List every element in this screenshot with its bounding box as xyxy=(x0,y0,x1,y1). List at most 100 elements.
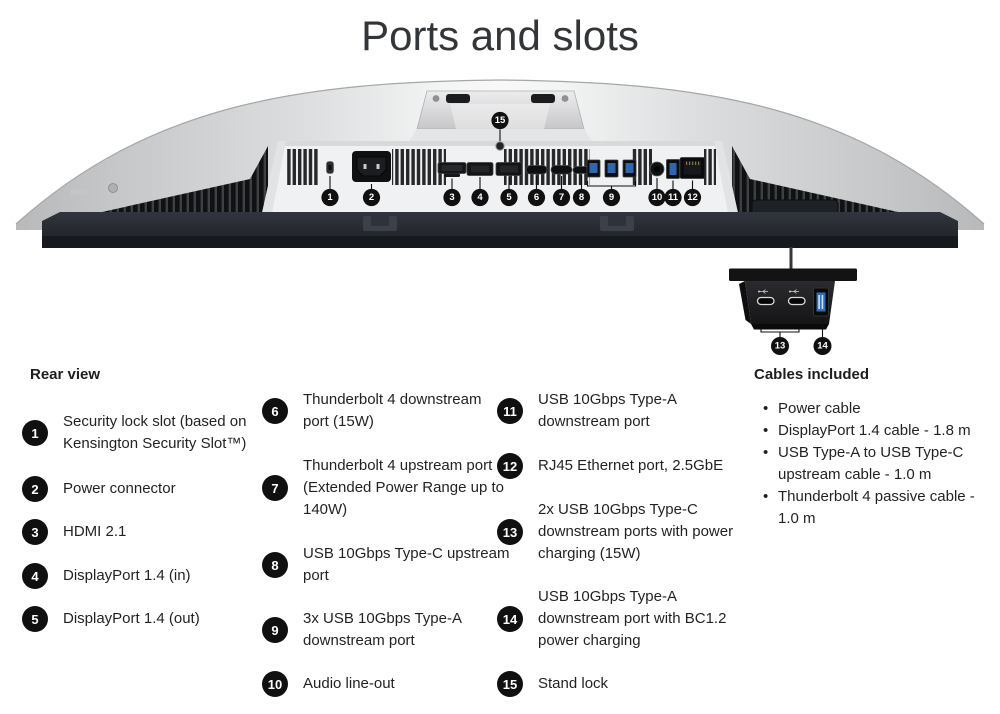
legend-item-9: 9 3x USB 10Gbps Type-A downstream port xyxy=(262,608,462,652)
legend-label-12: RJ45 Ethernet port, 2.5GbE xyxy=(538,457,724,474)
legend-label-15: Stand lock xyxy=(538,675,609,692)
svg-text:6: 6 xyxy=(534,192,539,203)
legend-label-2: Power connector xyxy=(63,480,176,497)
security-lock-slot xyxy=(326,161,334,174)
legend-item-15: 15 Stand lock xyxy=(497,671,608,697)
legend-badge-9: 9 xyxy=(262,617,288,643)
svg-text:3: 3 xyxy=(449,192,454,203)
legend-item-11: 11 USB 10Gbps Type-A downstream port xyxy=(497,389,677,433)
callout-3: 3 xyxy=(443,188,461,207)
svg-text:15: 15 xyxy=(495,115,506,126)
legend-item-1: 1 Security lock slot (based on Kensington… xyxy=(22,411,246,455)
callout-14: 14 xyxy=(813,337,832,355)
svg-text:7: 7 xyxy=(559,192,564,203)
legend-item-10: 10 Audio line-out xyxy=(262,671,395,697)
legend-badge-4: 4 xyxy=(22,563,48,589)
usb-a-ports-group xyxy=(586,159,637,178)
callout-8: 8 xyxy=(572,188,591,207)
stand-lock-hole xyxy=(495,141,505,151)
cable-item: Thunderbolt 4 passive cable - 1.0 m xyxy=(754,486,975,530)
callout-4: 4 xyxy=(471,188,489,207)
stand-callout-lines xyxy=(760,317,824,337)
legend-item-4: 4 DisplayPort 1.4 (in) xyxy=(22,563,191,589)
callout-12: 12 xyxy=(683,188,702,207)
legend-item-7: 7 Thunderbolt 4 upstream port (Extended P… xyxy=(262,455,504,521)
legend-label-3: HDMI 2.1 xyxy=(63,523,127,540)
page-title: Ports and slots xyxy=(361,12,639,59)
legend-badge-3: 3 xyxy=(22,519,48,545)
cables-included-heading: Cables included xyxy=(754,366,870,383)
callout-9: 9 xyxy=(602,188,621,207)
cable-item: USB Type-A to USB Type-C upstream cable … xyxy=(754,442,975,486)
legend-badge-15: 15 xyxy=(497,671,523,697)
callout-7: 7 xyxy=(552,188,571,207)
rear-view-heading: Rear view xyxy=(30,366,101,383)
svg-text:4: 4 xyxy=(477,192,483,203)
rear-ports xyxy=(326,151,706,182)
usb-icons xyxy=(758,289,799,294)
rear-callouts: 1 2 3 4 5 6 7 8 9 10 11 12 15 xyxy=(321,111,702,207)
legend-label-5: DisplayPort 1.4 (out) xyxy=(63,610,200,627)
svg-text:12: 12 xyxy=(687,192,698,203)
legend-badge-14: 14 xyxy=(497,606,523,632)
legend-item-5: 5 DisplayPort 1.4 (out) xyxy=(22,606,200,632)
joystick-button xyxy=(108,183,118,193)
displayport-out-port xyxy=(495,162,523,176)
callout-lines xyxy=(329,129,694,189)
callout-15: 15 xyxy=(491,111,509,130)
legend-item-2: 2 Power connector xyxy=(22,476,176,502)
audio-line-out-jack xyxy=(649,161,665,177)
legend-label-14: USB 10Gbps Type-A downstream port with B… xyxy=(538,588,727,649)
svg-text:2: 2 xyxy=(369,192,374,203)
cable-item: Power cable xyxy=(754,398,975,420)
legend-item-3: 3 HDMI 2.1 xyxy=(22,519,126,545)
cables-list: Power cable DisplayPort 1.4 cable - 1.8 … xyxy=(754,398,975,530)
legend-badge-6: 6 xyxy=(262,398,288,424)
legend-label-6: Thunderbolt 4 downstream port (15W) xyxy=(303,391,482,430)
callout-6: 6 xyxy=(527,188,546,207)
thunderbolt-upstream-port xyxy=(550,165,573,175)
hdmi-port xyxy=(437,162,467,177)
cable-item: DisplayPort 1.4 cable - 1.8 m xyxy=(754,420,975,442)
thunderbolt-downstream-port xyxy=(525,165,548,175)
stand-usb-c-ports xyxy=(756,296,806,306)
legend-item-6: 6 Thunderbolt 4 downstream port (15W) xyxy=(262,389,481,433)
displayport-in-port xyxy=(466,162,494,176)
legend-label-8: USB 10Gbps Type-C upstream port xyxy=(303,545,510,584)
legend-label-9: 3x USB 10Gbps Type-A downstream port xyxy=(303,610,462,649)
legend-item-14: 14 USB 10Gbps Type-A downstream port with… xyxy=(497,586,726,652)
svg-text:5: 5 xyxy=(506,192,512,203)
legend-label-1: Security lock slot (based on Kensington … xyxy=(63,413,247,452)
legend-badge-8: 8 xyxy=(262,552,288,578)
legend-badge-13: 13 xyxy=(497,519,523,545)
legend-badge-2: 2 xyxy=(22,476,48,502)
legend-badge-11: 11 xyxy=(497,398,523,424)
bottom-band xyxy=(42,199,958,248)
legend-label-7: Thunderbolt 4 upstream port (Extended Po… xyxy=(303,457,504,518)
svg-text:13: 13 xyxy=(775,341,786,352)
svg-text:8: 8 xyxy=(579,192,584,203)
legend-item-8: 8 USB 10Gbps Type-C upstream port xyxy=(262,543,509,587)
stand-module: 13 14 xyxy=(729,247,857,355)
legend-label-11: USB 10Gbps Type-A downstream port xyxy=(538,391,677,430)
legend-badge-7: 7 xyxy=(262,475,288,501)
svg-text:10: 10 xyxy=(652,192,663,203)
legend-label-4: DisplayPort 1.4 (in) xyxy=(63,567,191,584)
callout-11: 11 xyxy=(664,188,682,207)
stand-usb-a-port xyxy=(813,287,829,317)
callout-10: 10 xyxy=(648,188,666,207)
legend-badge-5: 5 xyxy=(22,606,48,632)
legend-badge-10: 10 xyxy=(262,671,288,697)
svg-text:9: 9 xyxy=(609,192,614,203)
svg-text:14: 14 xyxy=(817,341,828,352)
callout-13: 13 xyxy=(771,337,789,355)
legend-badge-1: 1 xyxy=(22,420,48,446)
svg-text:11: 11 xyxy=(668,192,679,203)
callout-5: 5 xyxy=(500,188,518,207)
legend-item-12: 12 RJ45 Ethernet port, 2.5GbE xyxy=(497,453,723,479)
rj45-ethernet-port xyxy=(679,157,706,179)
legend-badge-12: 12 xyxy=(497,453,523,479)
legend-label-10: Audio line-out xyxy=(303,675,395,692)
